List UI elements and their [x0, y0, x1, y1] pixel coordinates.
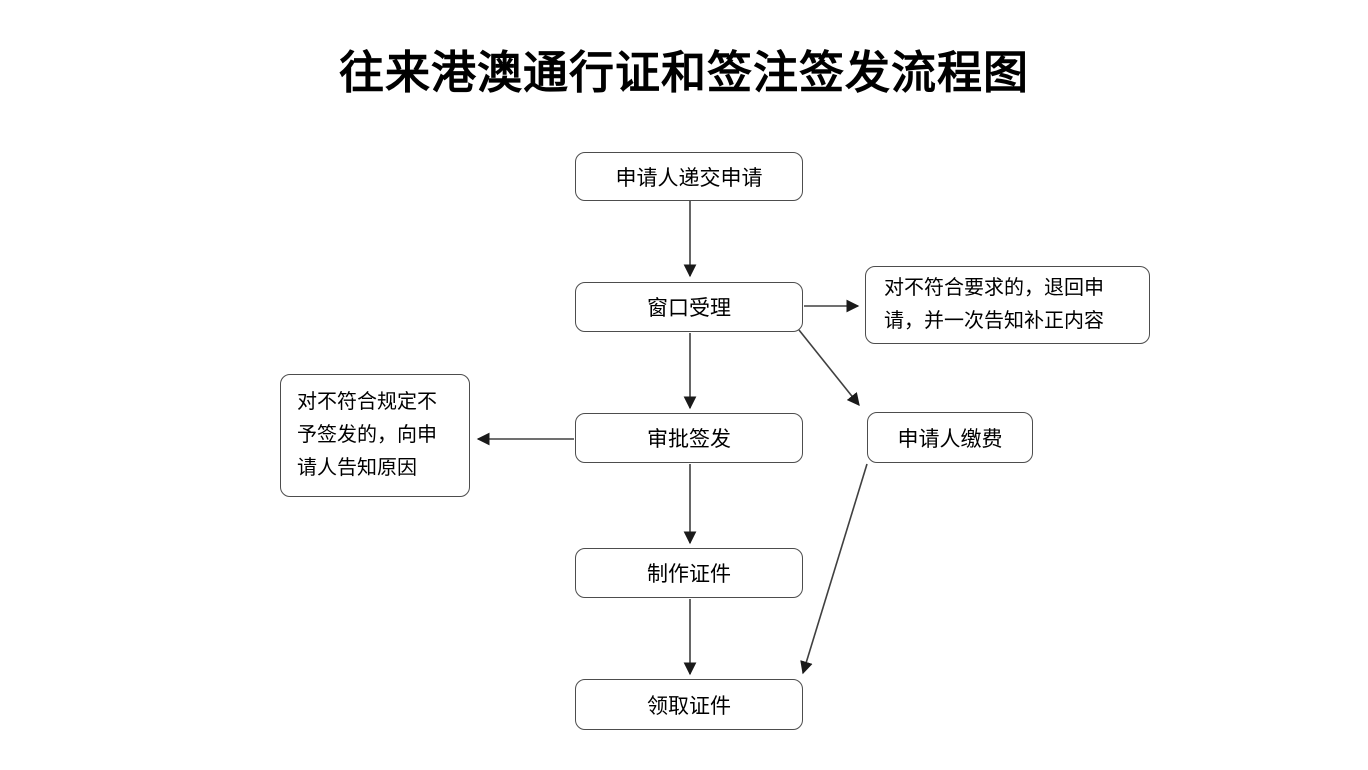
flow-node-make: 制作证件: [575, 548, 803, 598]
flow-node-approve-label: 审批签发: [647, 428, 731, 451]
diagram-title: 往来港澳通行证和签注签发流程图: [338, 47, 1029, 98]
flow-node-window-label: 窗口受理: [647, 297, 731, 320]
flow-node-collect-label: 领取证件: [647, 694, 731, 718]
arrow-pay-to-collect: [800, 463, 868, 675]
flow-node-collect: 领取证件: [575, 679, 803, 730]
flow-node-return-note-label: 对不符合要求的，退回申请，并一次告知补正内容: [884, 277, 1104, 332]
flow-node-submit: 申请人递交申请: [575, 152, 803, 201]
flow-node-approve: 审批签发: [575, 413, 803, 463]
flow-node-submit-label: 申请人递交申请: [615, 166, 763, 190]
flow-node-make-label: 制作证件: [647, 563, 731, 586]
flow-node-pay: 申请人缴费: [867, 412, 1033, 463]
flow-node-reject-note: 对不符合规定不予签发的，向申请人告知原因: [280, 374, 470, 497]
flow-node-reject-note-label: 对不符合规定不予签发的，向申请人告知原因: [297, 391, 437, 479]
flow-node-window: 窗口受理: [575, 282, 803, 332]
flow-node-return-note: 对不符合要求的，退回申请，并一次告知补正内容: [865, 266, 1150, 344]
flow-node-pay-label: 申请人缴费: [897, 427, 1003, 451]
arrow-window-to-pay: [798, 329, 860, 406]
